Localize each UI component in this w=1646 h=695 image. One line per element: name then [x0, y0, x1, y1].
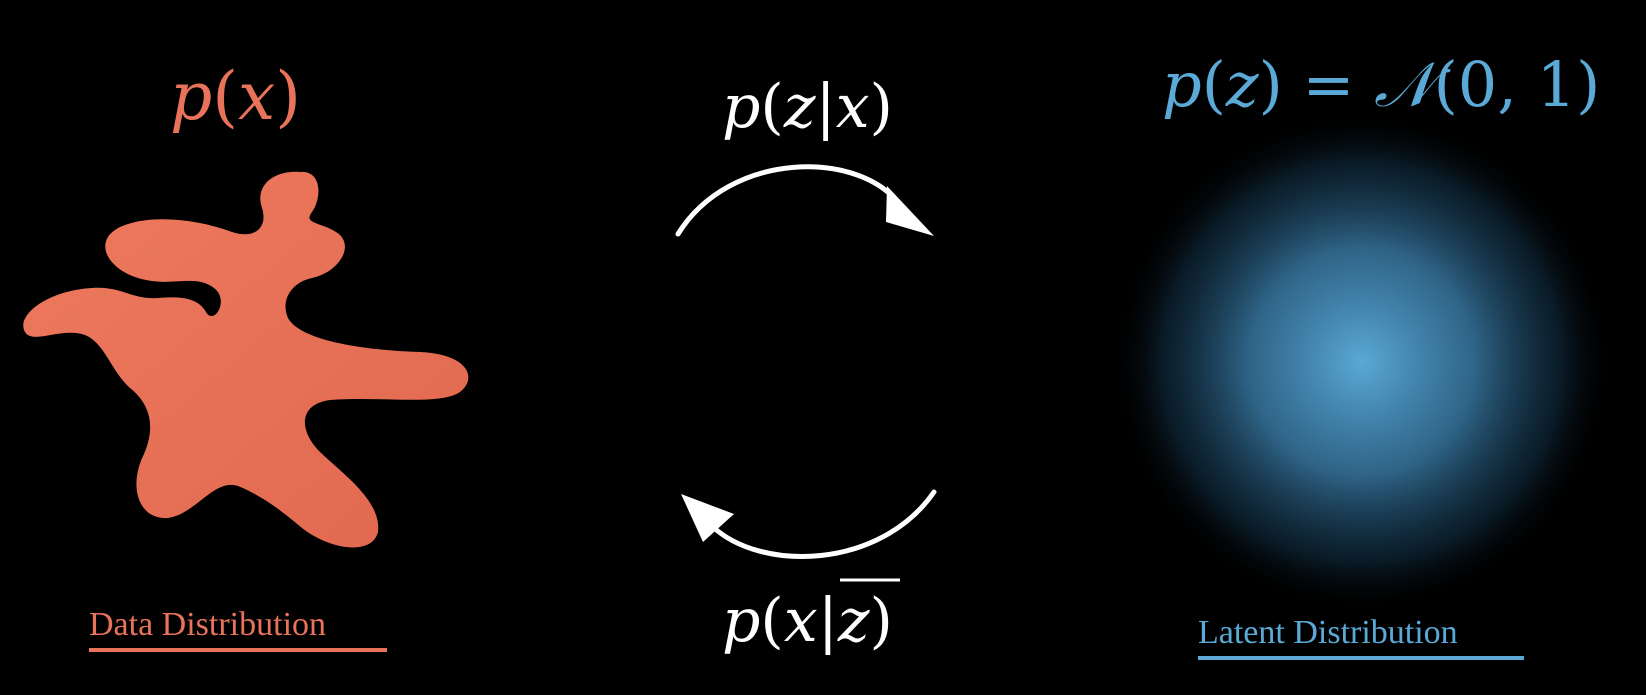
formula-p: p: [170, 58, 213, 135]
formula-bar: |: [817, 586, 838, 656]
formula-z: z: [783, 72, 816, 142]
formula-p: p: [722, 586, 761, 656]
formula-paren-open: (: [1433, 48, 1458, 121]
decoder-arrowhead-icon: [681, 494, 734, 542]
data-caption-underline: [89, 648, 387, 652]
formula-paren-close: ): [1258, 48, 1283, 121]
decoder-arrow: [709, 489, 937, 559]
formula-x: x: [835, 72, 870, 142]
formula-paren-close: ): [869, 586, 893, 656]
formula-params: 0, 1: [1457, 48, 1577, 121]
formula-paren-open: (: [212, 58, 238, 135]
latent-distribution-formula: p(z) = 𝒩(0, 1): [1162, 48, 1600, 122]
formula-paren-close: ): [275, 58, 301, 135]
latent-caption-underline: [1198, 656, 1524, 660]
formula-paren-open: (: [1201, 48, 1226, 121]
latent-distribution-caption: Latent Distribution: [1198, 614, 1458, 651]
encoder-formula: p(z|x): [722, 72, 893, 142]
formula-p: p: [722, 72, 761, 142]
formula-z: z: [837, 586, 870, 656]
formula-paren-open: (: [760, 72, 784, 142]
formula-paren-close: ): [869, 72, 893, 142]
formula-z: z: [1225, 48, 1259, 121]
formula-x: x: [238, 58, 276, 135]
formula-paren-open: (: [760, 586, 784, 656]
formula-equals: =: [1282, 48, 1375, 121]
data-distribution-caption: Data Distribution: [89, 606, 327, 643]
formula-bar: |: [815, 72, 836, 142]
decoder-formula: p(x|z): [722, 586, 893, 656]
data-distribution-formula: p(x): [170, 58, 301, 135]
encoder-arrowhead-icon: [886, 186, 934, 236]
latent-gaussian-glow: [1112, 112, 1612, 612]
formula-p: p: [1162, 48, 1202, 121]
formula-normal-symbol: 𝒩: [1374, 48, 1434, 121]
data-distribution-blob: [23, 171, 469, 548]
formula-x: x: [783, 586, 818, 656]
encoder-arrow: [675, 164, 903, 237]
formula-paren-close: ): [1576, 48, 1601, 121]
